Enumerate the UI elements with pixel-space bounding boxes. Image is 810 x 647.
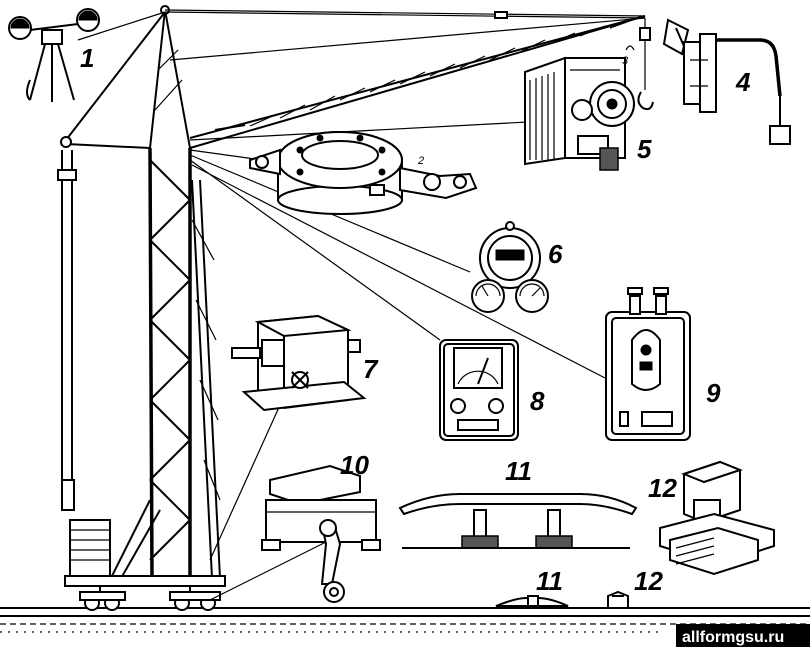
label-1: 1 — [80, 43, 94, 73]
label-2: 2 — [417, 155, 424, 167]
hook-block-device-3 — [625, 45, 635, 51]
crane-rail-track — [0, 607, 810, 633]
label-7: 7 — [363, 354, 379, 384]
rail-clamp-device-12-upper — [659, 460, 775, 576]
label-4: 4 — [735, 67, 751, 97]
relay-box-device-7 — [231, 314, 367, 412]
anemometer-device-1 — [8, 8, 100, 102]
label-12-lower: 12 — [634, 566, 663, 596]
label-3: 3 — [622, 55, 629, 67]
rail-clamp-device-12-lower — [607, 590, 629, 609]
label-11-upper: 11 — [505, 456, 532, 486]
tower-crane — [57, 5, 654, 611]
label-9: 9 — [706, 378, 721, 408]
meter-box-device-8 — [439, 339, 519, 441]
label-12-upper: 12 — [648, 473, 677, 503]
rail-stop-device-11-lower — [495, 595, 569, 607]
control-panel-device-9 — [605, 287, 691, 441]
hoist-limit-switch-device-4 — [662, 18, 791, 145]
indicator-gauge-device-6 — [471, 221, 549, 313]
watermark: allformgsu.ru — [676, 624, 810, 647]
connector-lines — [189, 119, 606, 601]
load-limiter-device-2 — [249, 131, 478, 215]
travel-limit-switch-device-10 — [261, 464, 381, 603]
winch-limiter-device-5 — [524, 56, 635, 171]
rail-stop-device-11-upper — [398, 493, 638, 549]
label-8: 8 — [530, 386, 545, 416]
label-10: 10 — [340, 450, 369, 480]
watermark-text: allformgsu.ru — [682, 629, 784, 646]
label-11-lower: 11 — [536, 566, 563, 596]
label-6: 6 — [548, 239, 563, 269]
label-5: 5 — [637, 134, 652, 164]
